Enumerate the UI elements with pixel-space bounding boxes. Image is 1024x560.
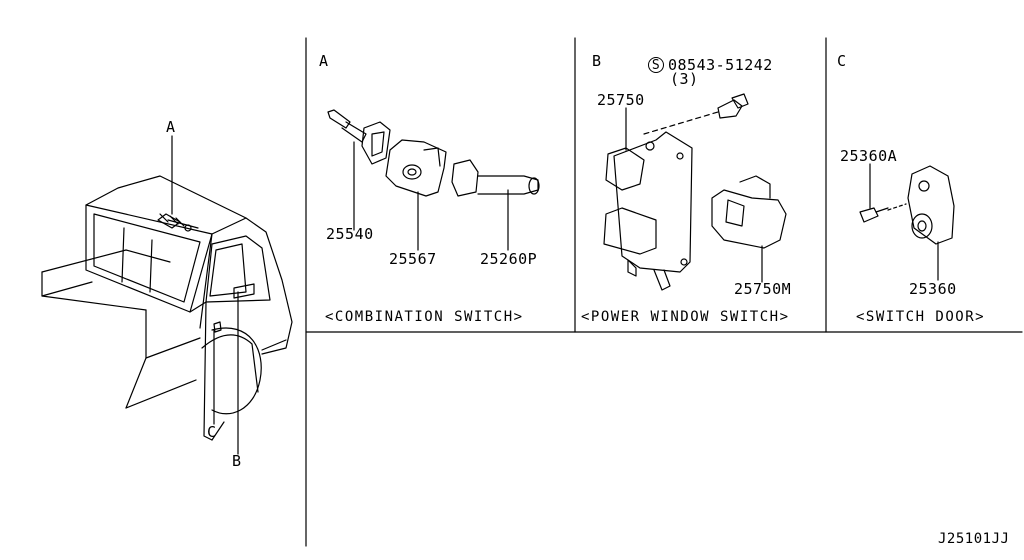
callout-b-label: B: [232, 452, 242, 470]
callout-a-label: A: [166, 118, 176, 136]
power-window-switch-caption: <POWER WINDOW SWITCH>: [581, 309, 790, 325]
callout-c-label: C: [207, 423, 217, 441]
panel-a-letter: A: [319, 52, 329, 70]
part-number-25360a: 25360A: [840, 147, 898, 165]
part-number-25540: 25540: [326, 225, 374, 243]
combination-switch-parts: [327, 109, 540, 251]
part-number-25260p: 25260P: [480, 250, 538, 268]
callout-leaders: [171, 135, 239, 455]
part-number-25567: 25567: [389, 250, 437, 268]
diagram-code: J25101JJ: [938, 531, 1010, 547]
screw-part-number: 08543-51242: [668, 56, 773, 74]
screw-symbol-icon: S: [648, 57, 664, 73]
part-number-25750m: 25750M: [734, 280, 792, 298]
switch-door-caption: <SWITCH DOOR>: [856, 309, 986, 325]
panel-b-letter: B: [592, 52, 602, 70]
power-window-switch-parts: [603, 93, 787, 291]
panel-frame: [305, 37, 1023, 547]
combination-switch-caption: <COMBINATION SWITCH>: [325, 309, 524, 325]
switch-door-parts: [859, 163, 955, 281]
vehicle-illustration: [41, 175, 293, 441]
part-number-25750: 25750: [597, 91, 645, 109]
panel-c-letter: C: [837, 52, 847, 70]
screw-quantity: (3): [670, 70, 699, 88]
part-number-25360: 25360: [909, 280, 957, 298]
